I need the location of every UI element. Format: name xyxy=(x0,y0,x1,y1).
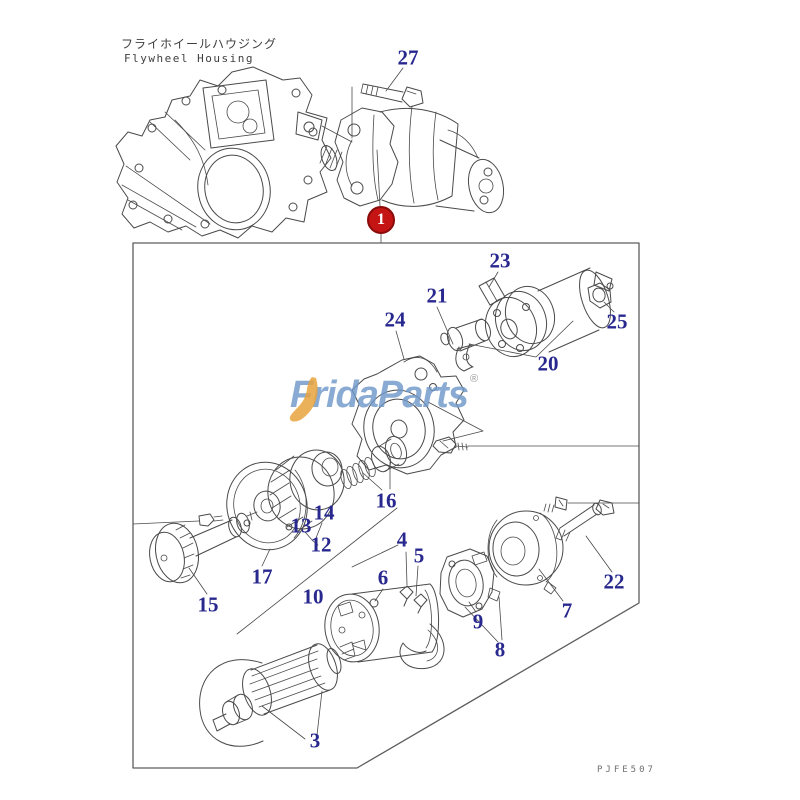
part-label-27: 27 xyxy=(397,45,419,70)
part-label-25: 25 xyxy=(606,309,628,334)
part-label-15: 15 xyxy=(197,592,219,617)
part-label-17: 17 xyxy=(251,564,273,589)
part-label-10: 10 xyxy=(302,584,324,609)
part-label-6: 6 xyxy=(377,565,389,590)
front-bracket-drawing xyxy=(351,330,640,475)
yoke-drawing xyxy=(324,544,445,670)
armature-drawing xyxy=(199,641,356,747)
part-label-21: 21 xyxy=(426,283,448,308)
part-label-23: 23 xyxy=(489,248,511,273)
end-cover-drawing xyxy=(487,496,640,602)
center-plate-drawing xyxy=(226,461,308,551)
flywheel-housing-title-english: Flywheel Housing xyxy=(124,52,254,65)
part-label-8: 8 xyxy=(494,637,506,662)
brush-holder-drawing xyxy=(439,548,503,643)
part-label-9: 9 xyxy=(472,609,484,634)
part-label-5: 5 xyxy=(413,543,425,568)
part-label-22: 22 xyxy=(603,569,625,594)
part-label-12: 12 xyxy=(310,532,332,557)
solenoid-drawing xyxy=(436,267,615,372)
starter-assembly-drawing xyxy=(319,67,505,244)
clutch-group-drawing xyxy=(188,435,408,635)
part-label-13: 13 xyxy=(290,513,312,538)
flywheel-housing-title-japanese: フライホイールハウジング xyxy=(121,37,278,51)
part-label-7: 7 xyxy=(561,598,573,623)
parts-box-frame xyxy=(132,242,640,769)
part-label-3: 3 xyxy=(309,728,321,753)
part-label-16: 16 xyxy=(375,488,397,513)
part-label-14: 14 xyxy=(313,500,335,525)
part-label-4: 4 xyxy=(396,527,408,552)
pinion-gear-drawing xyxy=(132,511,258,584)
assembly-callout-badge: 1 xyxy=(367,206,395,234)
figure-code: PJFE507 xyxy=(597,765,656,775)
part-label-20: 20 xyxy=(537,351,559,376)
flywheel-housing-drawing xyxy=(115,66,353,239)
part-label-24: 24 xyxy=(384,307,406,332)
